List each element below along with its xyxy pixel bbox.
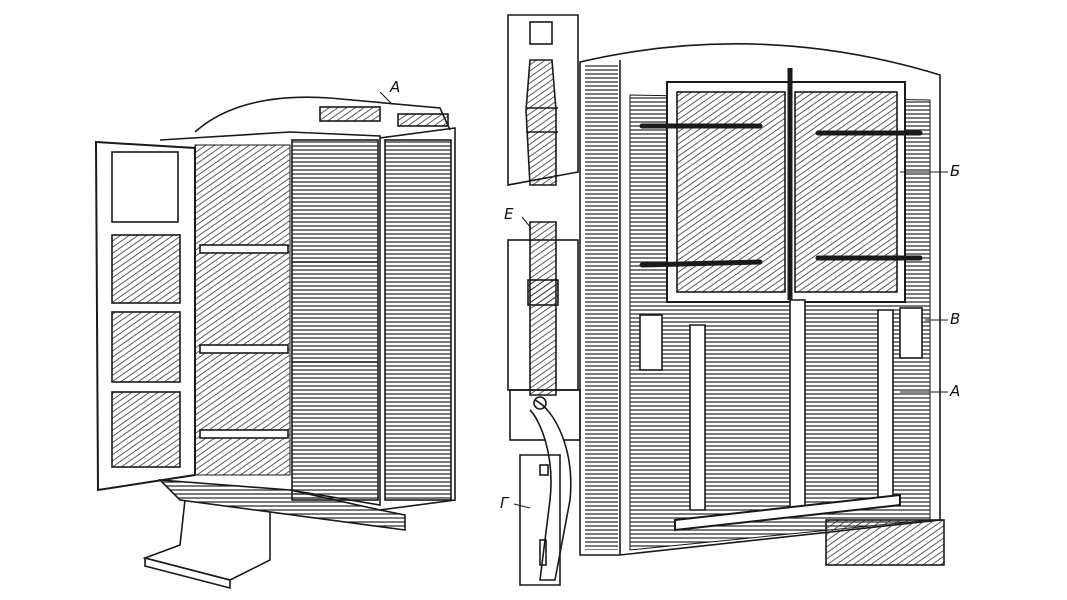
label-e: Е [504, 205, 514, 223]
label-v: В [950, 310, 961, 328]
label-a-cabinet: А [390, 78, 401, 96]
window-bars [639, 123, 923, 268]
label-a-panel: А [950, 382, 961, 400]
cabinet-door [94, 140, 196, 492]
latch-detail-bottom [507, 221, 581, 586]
label-b: Б [950, 162, 961, 180]
open-cabinet [94, 96, 456, 590]
latch-detail-top [507, 14, 579, 186]
panel-windows [666, 68, 906, 303]
label-g: Г [500, 494, 509, 512]
rear-panel [579, 43, 945, 566]
straps [639, 299, 923, 532]
